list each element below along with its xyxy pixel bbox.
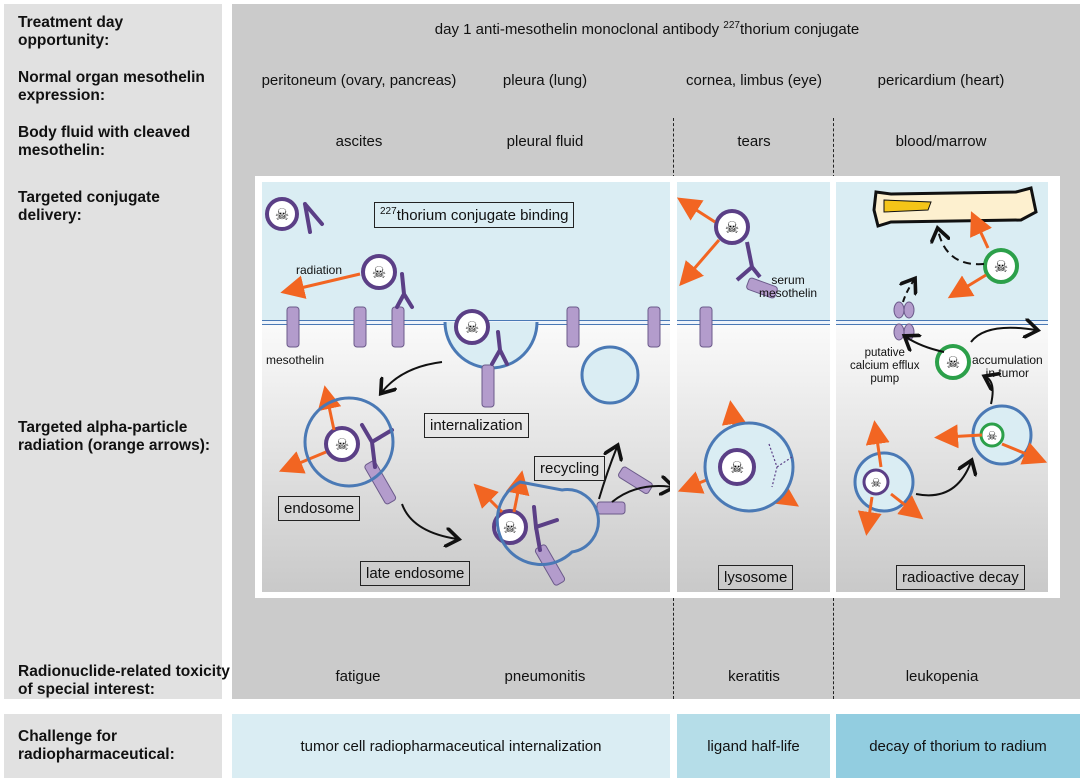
thorium-conjugate <box>265 197 299 231</box>
mesothelin-label: mesothelin <box>266 353 325 367</box>
internalization-label: internalization <box>424 413 529 438</box>
organ-pleura: pleura (lung) <box>502 72 588 89</box>
fluid-blood-marrow: blood/marrow <box>895 133 987 150</box>
serum-mesothelin-line1: serum <box>771 273 805 287</box>
mesothelin-receptor <box>364 460 397 505</box>
mesothelin-receptor <box>699 306 713 348</box>
pump-label: putative calcium efflux pump <box>850 347 919 386</box>
label-toxicity: Radionuclide-related toxicity of special… <box>18 663 230 698</box>
accumulation-line2: in tumor <box>985 366 1030 380</box>
svg-text:☠: ☠ <box>503 520 517 537</box>
label-alpha-radiation: Targeted alpha-particle radiation (orang… <box>18 419 211 454</box>
lysosome-label: lysosome <box>718 565 794 590</box>
mesothelin-receptor <box>596 501 626 515</box>
svg-text:☠: ☠ <box>275 207 289 224</box>
extracellular-fluid <box>262 182 670 321</box>
toxicity-fatigue: fatigue <box>335 668 381 685</box>
challenge-ligand-half-life: ligand half-life <box>677 714 830 778</box>
panel-2-drawing: ☠ ☠ <box>677 197 799 513</box>
pump-line1: putative <box>864 347 905 359</box>
fluid-tears: tears <box>737 133 771 150</box>
divider-dashed <box>833 598 834 699</box>
mesothelin-receptor <box>391 306 405 348</box>
calcium-pump-icon <box>893 301 915 341</box>
thorium-conjugate <box>454 309 490 345</box>
thorium-conjugate <box>714 209 750 245</box>
radiation-label: radiation <box>296 263 343 277</box>
treatment-isotope: 227 <box>723 20 740 31</box>
svg-text:☠: ☠ <box>987 429 998 443</box>
label-challenge: Challenge for radiopharmaceutical: <box>18 728 175 763</box>
accumulation-line1: accumulation <box>972 353 1043 367</box>
organ-peritoneum: peritoneum (ovary, pancreas) <box>261 72 457 89</box>
fluid-pleural: pleural fluid <box>506 133 584 150</box>
panel-internalization: ☠ ☠ ☠ ☠ ☠ 227thorium conjugate binding radia… <box>262 182 670 592</box>
label-body-fluid: Body fluid with cleaved mesothelin: <box>18 124 191 159</box>
svg-text:☠: ☠ <box>465 320 479 337</box>
svg-text:☠: ☠ <box>335 437 349 454</box>
divider-dashed <box>833 118 834 178</box>
label-conjugate-delivery: Targeted conjugate delivery: <box>18 189 160 224</box>
toxicity-keratitis: keratitis <box>728 668 780 685</box>
radioactive-decay-label: radioactive decay <box>896 565 1025 590</box>
fluid-ascites: ascites <box>335 133 383 150</box>
serum-mesothelin-label: serum mesothelin <box>759 274 817 300</box>
thorium-conjugate <box>718 448 756 486</box>
radium-conjugate <box>935 344 971 380</box>
organ-cornea: cornea, limbus (eye) <box>686 72 822 89</box>
degraded-antibody <box>768 443 793 488</box>
thorium-conjugate <box>324 426 360 462</box>
thorium-conjugate <box>361 254 397 290</box>
binding-isotope: 227 <box>380 206 397 217</box>
treatment-prefix: day 1 anti-mesothelin monoclonal antibod… <box>434 21 724 38</box>
thorium-conjugate <box>862 468 890 496</box>
cell-membrane <box>677 320 830 325</box>
divider-dashed <box>673 598 674 699</box>
challenge-internalization: tumor cell radiopharmaceutical internali… <box>232 714 670 778</box>
serum-mesothelin <box>746 277 778 299</box>
mesothelin-receptor <box>353 306 367 348</box>
radium-conjugate <box>983 248 1019 284</box>
pump-line2: calcium efflux <box>850 360 920 372</box>
mesothelin-receptor <box>647 306 661 348</box>
label-treatment-day: Treatment day opportunity: <box>18 14 124 49</box>
binding-text: thorium conjugate binding <box>396 207 569 224</box>
treatment-header: day 1 anti-mesothelin monoclonal antibod… <box>435 20 859 38</box>
svg-text:☠: ☠ <box>372 265 386 282</box>
bone-marrow <box>883 199 932 213</box>
cell-membrane <box>836 320 1048 325</box>
svg-text:☠: ☠ <box>994 259 1008 276</box>
row-label-column: Treatment day opportunity: Normal organ … <box>4 4 230 699</box>
panel-radioactive-decay: ☠ ☠ ☠ ☠ putative calcium eff <box>836 182 1048 592</box>
binding-label: 227thorium conjugate binding <box>374 202 575 228</box>
endosome-label: endosome <box>278 496 361 521</box>
panel-3-drawing: ☠ ☠ ☠ ☠ <box>853 186 1048 536</box>
mesothelin-receptor <box>566 306 580 348</box>
svg-text:☠: ☠ <box>946 355 960 372</box>
svg-text:☠: ☠ <box>730 460 744 477</box>
label-normal-organ: Normal organ mesothelin expression: <box>18 69 205 104</box>
panel-1-drawing: ☠ ☠ ☠ ☠ ☠ <box>265 197 670 586</box>
accumulation-label: accumulation in tumor <box>972 354 1043 380</box>
mesothelin-receptor <box>286 306 300 348</box>
mesothelin-receptor <box>481 364 495 408</box>
challenge-thorium-decay: decay of thorium to radium <box>836 714 1080 778</box>
recycling-label: recycling <box>534 456 606 481</box>
svg-text:☠: ☠ <box>871 476 882 490</box>
pump-line3: pump <box>870 373 900 385</box>
bone-icon <box>872 186 1038 228</box>
divider-dashed <box>673 118 674 178</box>
serum-mesothelin-line2: mesothelin <box>759 286 818 300</box>
late-endosome-label: late endosome <box>360 561 471 586</box>
toxicity-leukopenia: leukopenia <box>905 668 979 685</box>
toxicity-pneumonitis: pneumonitis <box>504 668 586 685</box>
treatment-suffix: thorium conjugate <box>739 21 860 38</box>
svg-text:☠: ☠ <box>725 220 739 237</box>
challenge-label-cell: Challenge for radiopharmaceutical: <box>4 714 222 778</box>
thorium-conjugate <box>492 509 528 545</box>
organ-pericardium: pericardium (heart) <box>877 72 1005 89</box>
panel-lysosome: ☠ ☠ serum mesothelin lysosome <box>677 182 830 592</box>
